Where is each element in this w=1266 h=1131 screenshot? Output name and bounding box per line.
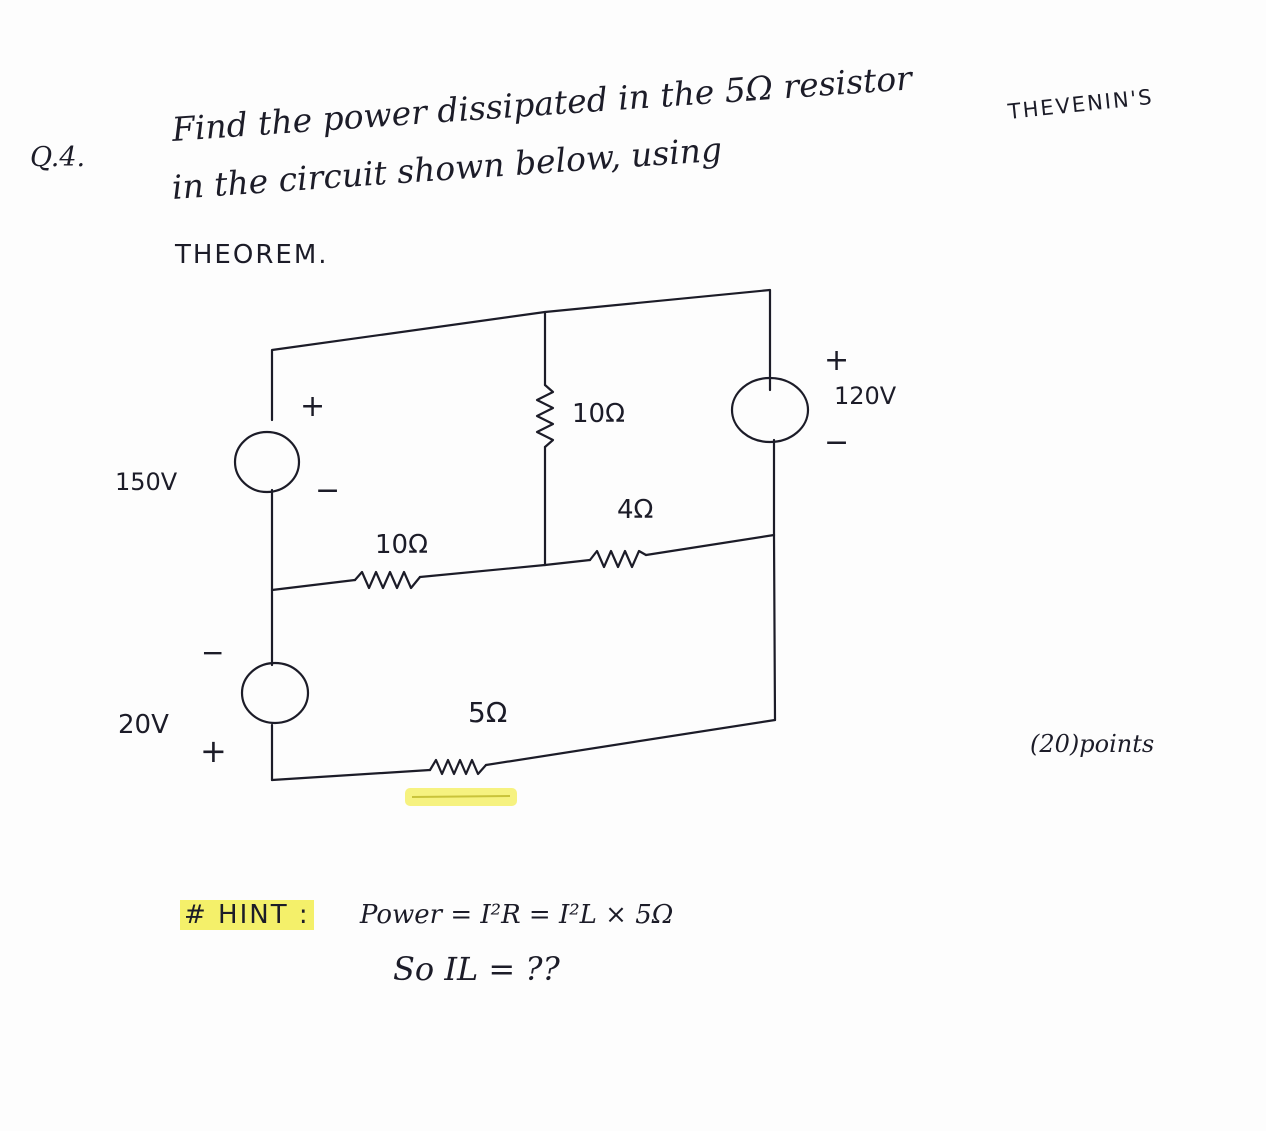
wire-bottom-left [270, 768, 432, 782]
wire-bottom-right [484, 718, 777, 767]
source-120v-plus: + [824, 343, 849, 378]
question-number: Q.4. [30, 142, 86, 173]
source-150v-minus: − [315, 473, 340, 508]
wire-mid-left [270, 578, 357, 592]
resistor-right-horizontal-label: 4Ω [617, 495, 653, 525]
hint-line-1: # HINT : Power = I²R = I²L × 5Ω [180, 900, 673, 930]
load-highlight-stroke [411, 795, 511, 798]
wire-right-lower [772, 533, 777, 722]
source-20v-label: 20V [118, 710, 169, 740]
source-120v-minus: − [824, 425, 849, 460]
wire-mid-center-right [543, 558, 592, 567]
source-20v-minus: − [201, 636, 224, 669]
hint-formula: Power = I²R = I²L × 5Ω [359, 900, 674, 930]
source-150v-plus: + [300, 389, 325, 424]
resistor-left-horizontal-zigzag [353, 570, 422, 590]
source-20v-circle [240, 661, 310, 725]
wire-top [270, 288, 772, 422]
hint-label: # HINT : [180, 900, 314, 930]
source-120v-label: 120V [834, 382, 897, 410]
resistor-vertical-middle-label: 10Ω [572, 399, 625, 429]
source-20v-plus: + [200, 732, 227, 770]
source-120v-circle [730, 376, 810, 444]
question-line-3: THEOREM. [175, 240, 329, 270]
wire-mid-center [418, 563, 547, 579]
source-150v-circle [233, 430, 301, 494]
resistor-load-label: 5Ω [468, 696, 507, 729]
resistor-vertical-middle-zigzag [535, 383, 555, 449]
resistor-left-horizontal-label: 10Ω [375, 530, 428, 560]
points-label: (20)points [1030, 730, 1155, 758]
resistor-right-horizontal-zigzag [588, 549, 648, 569]
resistor-load-zigzag [428, 758, 488, 776]
wire-mid-right [644, 533, 776, 557]
hint-line-2: So IL = ?? [393, 950, 560, 988]
source-150v-label: 150V [115, 468, 178, 496]
